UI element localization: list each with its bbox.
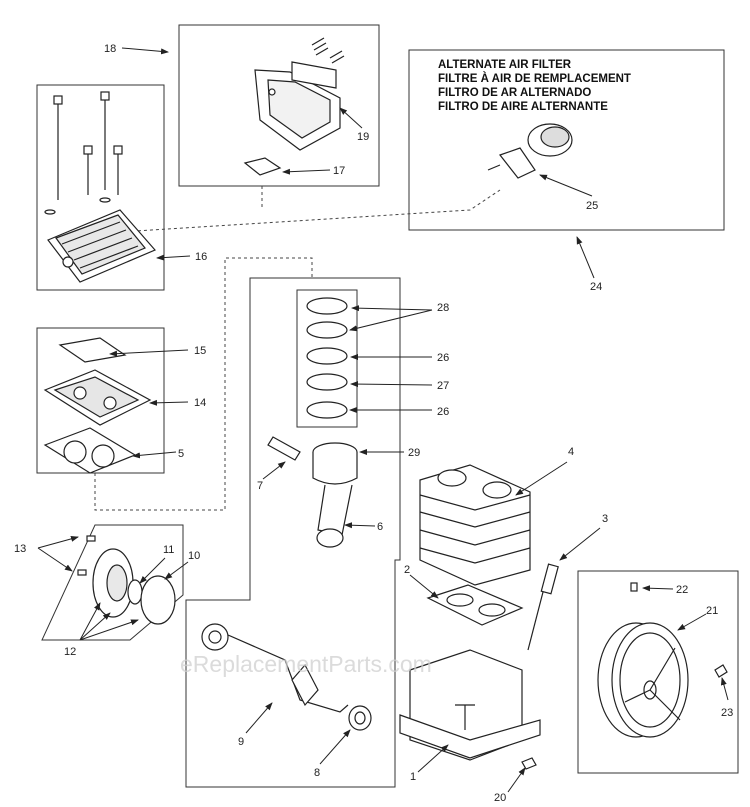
- callout-22: 22: [676, 584, 688, 596]
- callout-4: 4: [568, 446, 574, 458]
- alternate-filter-label: ALTERNATE AIR FILTER FILTRE À AIR DE REM…: [438, 59, 631, 113]
- valve-plate-gasket: [43, 427, 137, 474]
- filter-housing-box: [178, 24, 380, 187]
- flywheel-pulley: [597, 622, 689, 738]
- crankshaft: [201, 623, 349, 713]
- callout-15: 15: [194, 345, 206, 357]
- crankshaft-bearing: [348, 705, 372, 731]
- callout-1: 1: [410, 771, 416, 783]
- callout-11: 11: [163, 544, 174, 556]
- crankcase: [399, 649, 541, 761]
- pulley-box: [577, 570, 739, 774]
- valve-plate-box: [36, 327, 165, 474]
- filter-label-fr: FILTRE À AIR DE REMPLACEMENT: [438, 72, 631, 85]
- callouts: 18 19 17 16 15 14 5 25 24 28 26 27 26 29…: [14, 43, 733, 804]
- cylinder-head: [47, 209, 156, 283]
- connector-valve-crankcase: [94, 257, 313, 511]
- crankcase-box-outline: [185, 277, 401, 788]
- callout-26-top: 26: [437, 352, 449, 364]
- callout-29: 29: [408, 447, 420, 459]
- callout-27: 27: [437, 380, 449, 392]
- alternate-air-filter: [487, 123, 573, 179]
- callout-8: 8: [314, 767, 320, 779]
- head-gasket: [58, 337, 127, 363]
- callout-18: 18: [104, 43, 116, 55]
- filter-label-es: FILTRO DE AIRE ALTERNANTE: [438, 101, 608, 113]
- wrist-pin: [267, 436, 301, 461]
- callout-10: 10: [188, 550, 200, 562]
- callout-17: 17: [333, 165, 345, 177]
- callout-6: 6: [377, 521, 383, 533]
- callout-13: 13: [14, 543, 26, 555]
- alternate-filter-box: [408, 49, 725, 231]
- callout-2: 2: [404, 564, 410, 576]
- cylinder-gasket: [426, 584, 524, 626]
- pulley-key: [714, 664, 728, 678]
- head-box: [36, 84, 165, 291]
- callout-14: 14: [194, 397, 206, 409]
- seal-plate: [92, 548, 134, 618]
- o-ring: [140, 575, 176, 625]
- watermark: eReplacementParts.com: [180, 651, 432, 677]
- callout-3: 3: [602, 513, 608, 525]
- callout-25: 25: [586, 200, 598, 212]
- drain-plug: [521, 757, 537, 770]
- cylinder: [419, 464, 531, 586]
- callout-9: 9: [238, 736, 244, 748]
- air-filter-cover: [254, 61, 341, 151]
- connector-head-filter: [119, 189, 501, 233]
- filter-screws: [311, 37, 345, 64]
- filter-label-pt: FILTRO DE AR ALTERNADO: [438, 87, 591, 99]
- callout-24: 24: [590, 281, 602, 293]
- callout-16: 16: [195, 251, 207, 263]
- callout-19: 19: [357, 131, 369, 143]
- piston-rings: [306, 297, 348, 419]
- filter-label-en: ALTERNATE AIR FILTER: [438, 59, 572, 71]
- intake-gasket: [243, 157, 282, 176]
- callout-28: 28: [437, 302, 449, 314]
- oil-seal: [127, 579, 143, 605]
- head-bolts: [44, 91, 123, 215]
- piston-and-rod: [312, 442, 358, 548]
- callout-21: 21: [706, 605, 718, 617]
- callout-12: 12: [64, 646, 76, 658]
- set-screw: [630, 582, 638, 592]
- callout-23: 23: [721, 707, 733, 719]
- callout-26-bottom: 26: [437, 406, 449, 418]
- callout-5: 5: [178, 448, 184, 460]
- breather-dipstick: [527, 563, 559, 651]
- callout-7: 7: [257, 480, 263, 492]
- valve-plate: [43, 369, 152, 426]
- seal-plate-screws: [77, 535, 96, 576]
- callout-20: 20: [494, 792, 506, 804]
